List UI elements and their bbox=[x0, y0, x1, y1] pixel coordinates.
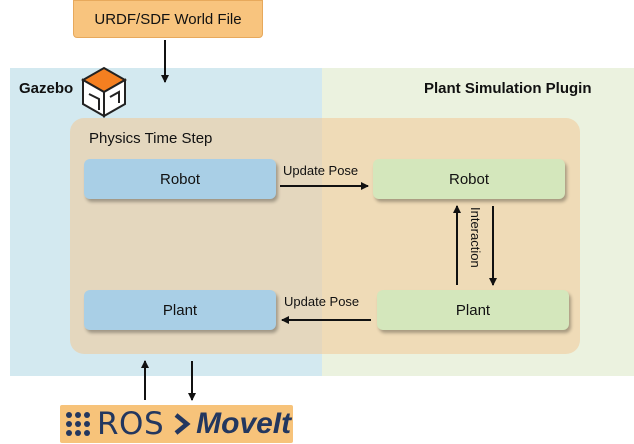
left-plant-label: Plant bbox=[162, 301, 198, 319]
world-file-label: URDF/SDF World File bbox=[94, 10, 242, 28]
chevron-right-icon bbox=[174, 413, 191, 435]
update-pose-bottom-label: Update Pose bbox=[284, 294, 360, 309]
left-robot-label: Robot bbox=[159, 170, 201, 188]
update-pose-top-label: Update Pose bbox=[283, 163, 359, 178]
left-robot-node: Robot bbox=[84, 159, 276, 199]
ros-moveit-logo: ROS MoveIt bbox=[60, 405, 293, 443]
physics-label: Physics Time Step bbox=[89, 130, 213, 147]
moveit-text: MoveIt bbox=[196, 407, 292, 440]
right-plant-node: Plant bbox=[377, 290, 569, 330]
interaction-label: Interaction bbox=[468, 207, 483, 268]
world-file-box: URDF/SDF World File bbox=[73, 0, 263, 38]
right-robot-label: Robot bbox=[448, 170, 490, 188]
right-plant-label: Plant bbox=[455, 301, 491, 319]
right-robot-node: Robot bbox=[373, 159, 565, 199]
ros-dots-icon bbox=[66, 411, 90, 436]
left-plant-node: Plant bbox=[84, 290, 276, 330]
gazebo-label: Gazebo bbox=[19, 80, 74, 97]
ros-text: ROS bbox=[97, 405, 165, 442]
plugin-label: Plant Simulation Plugin bbox=[424, 80, 592, 97]
